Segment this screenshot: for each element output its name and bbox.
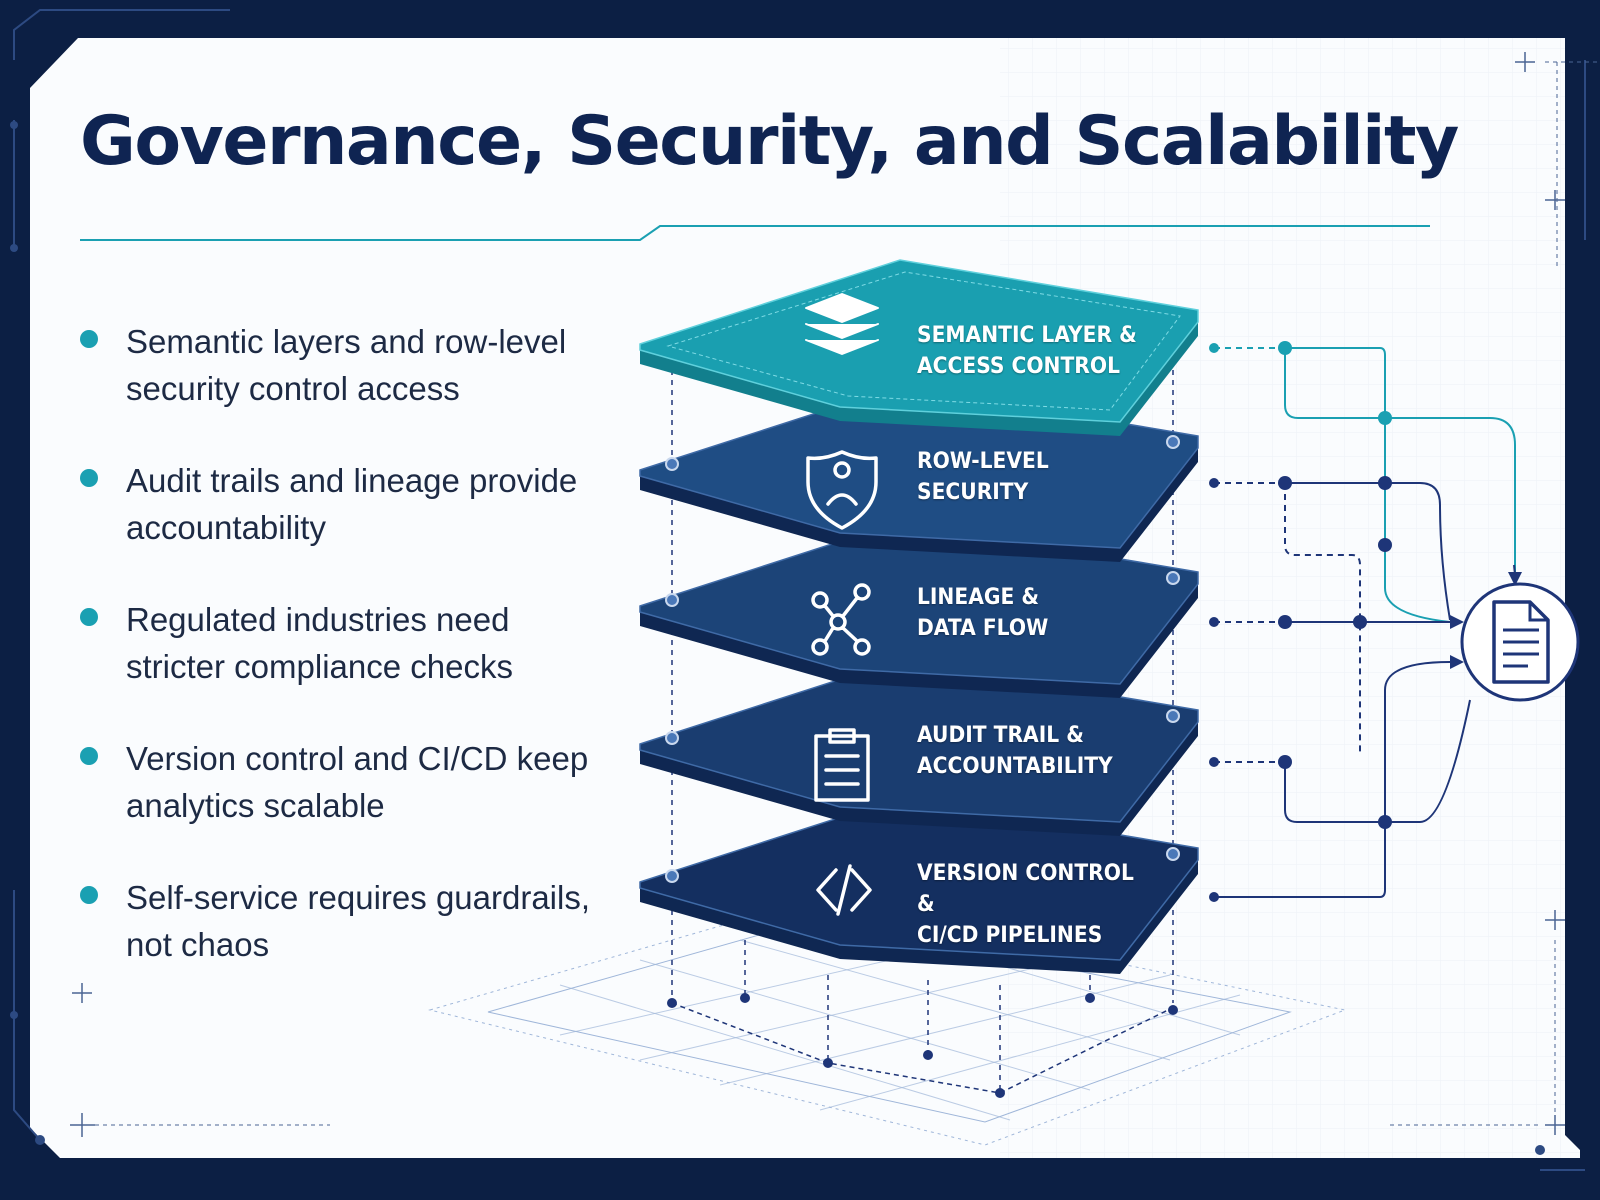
- rivet: [665, 869, 679, 883]
- layer-label: SEMANTIC LAYER &ACCESS CONTROL: [917, 323, 1137, 379]
- bullet-item: Audit trails and lineage provide account…: [80, 457, 600, 596]
- bullet-item: Version control and CI/CD keep analytics…: [80, 735, 600, 874]
- layers-icon: [805, 293, 879, 355]
- rivet: [1166, 571, 1180, 585]
- bullet-list: Semantic layers and row-level security c…: [80, 318, 600, 1013]
- layer-plate: [639, 797, 1199, 974]
- bullet-dot: [80, 886, 98, 904]
- layer-plate: [639, 259, 1199, 436]
- layer-label: LINEAGE &DATA FLOW: [917, 585, 1049, 641]
- code-icon: [816, 864, 872, 916]
- rivet: [1166, 709, 1180, 723]
- bullet-dot: [80, 608, 98, 626]
- bullet-item: Regulated industries need stricter compl…: [80, 596, 600, 735]
- bullet-item: Self-service requires guardrails, not ch…: [80, 874, 600, 1013]
- layer-label: AUDIT TRAIL &ACCOUNTABILITY: [917, 723, 1113, 779]
- bullet-dot: [80, 747, 98, 765]
- rivet: [665, 731, 679, 745]
- bullet-text: Regulated industries need stricter compl…: [126, 601, 513, 685]
- bullet-text: Audit trails and lineage provide account…: [126, 462, 578, 546]
- rivet: [1166, 435, 1180, 449]
- bullet-dot: [80, 469, 98, 487]
- bullet-dot: [80, 330, 98, 348]
- page-title: Governance, Security, and Scalability: [80, 102, 1459, 181]
- floor-grid: [428, 899, 1347, 1146]
- layer-stack: [639, 259, 1199, 974]
- layer-label: VERSION CONTROL &CI/CD PIPELINES: [917, 861, 1134, 948]
- rivet: [665, 457, 679, 471]
- document-icon: [1460, 582, 1580, 702]
- layer-plate: [639, 659, 1199, 836]
- rivet: [1166, 847, 1180, 861]
- clipboard-icon: [814, 728, 870, 802]
- bullet-text: Version control and CI/CD keep analytics…: [126, 740, 589, 824]
- bullet-item: Semantic layers and row-level security c…: [80, 318, 600, 457]
- bullet-text: Self-service requires guardrails, not ch…: [126, 879, 591, 963]
- network-nodes-icon: [811, 583, 871, 656]
- shield-user-icon: [806, 450, 878, 530]
- rivet: [665, 593, 679, 607]
- connector-lines: [1214, 347, 1516, 898]
- bullet-text: Semantic layers and row-level security c…: [126, 323, 567, 407]
